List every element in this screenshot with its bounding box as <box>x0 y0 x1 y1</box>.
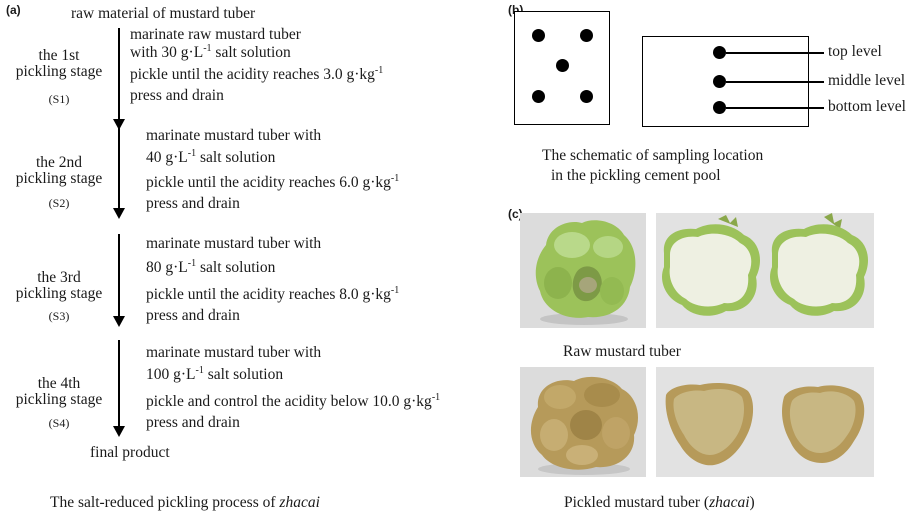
stage-3-step-salt: 80 g·L-1 salt solution <box>146 257 276 276</box>
stage-3-step-pickle: pickle until the acidity reaches 8.0 g·k… <box>146 284 400 303</box>
stage-1-arrowhead-icon <box>113 119 125 130</box>
stage-2-step-press: press and drain <box>146 195 240 212</box>
stage-3-step-marinate: marinate mustard tuber with <box>146 235 322 252</box>
stage-2-name: the 2nd pickling stage <box>4 155 114 187</box>
process-start: raw material of mustard tuber <box>71 5 256 22</box>
stage-3-arrow-shaft <box>118 234 120 318</box>
stage-4-step-pickle: pickle and control the acidity below 10.… <box>146 391 441 410</box>
raw-sliced-tuber-photo <box>656 213 874 328</box>
stage-1-code: (S1) <box>48 92 70 106</box>
raw-tuber-caption: Raw mustard tuber <box>563 343 681 360</box>
pickled-whole-tuber-photo <box>520 367 646 477</box>
stage-4-code: (S4) <box>48 416 70 430</box>
stage-2-step-salt: 40 g·L-1 salt solution <box>146 147 276 166</box>
sample-point-icon <box>713 46 726 59</box>
level-middle-label: middle level <box>828 72 906 89</box>
stage-1-arrow-shaft <box>118 28 120 121</box>
stage-3-name: the 3rd pickling stage <box>4 270 114 302</box>
leader-line <box>726 52 824 54</box>
sample-point-icon <box>532 90 545 103</box>
stage-3-arrowhead-icon <box>113 316 125 327</box>
stage-4-step-salt: 100 g·L-1 salt solution <box>146 364 284 383</box>
sample-point-icon <box>580 90 593 103</box>
stage-2-arrowhead-icon <box>113 208 125 219</box>
stage-2-step-pickle: pickle until the acidity reaches 6.0 g·k… <box>146 172 400 191</box>
stage-2-step-marinate: marinate mustard tuber with <box>146 127 322 144</box>
process-end: final product <box>90 444 170 461</box>
leader-line <box>726 107 824 109</box>
stage-3-ordinal: the 3rd <box>37 269 81 286</box>
stage-2-ordinal: the 2nd <box>35 154 83 171</box>
sample-point-icon <box>580 29 593 42</box>
pool-top-view <box>514 11 610 125</box>
sample-point-icon <box>713 75 726 88</box>
pickled-tuber-caption: Pickled mustard tuber (zhacai) <box>564 494 755 511</box>
stage-1-step-pickle: pickle until the acidity reaches 3.0 g·k… <box>130 64 384 83</box>
stage-2-code: (S2) <box>48 196 70 210</box>
stage-4-name: the 4th pickling stage <box>4 376 114 408</box>
stage-1-title: pickling stage <box>15 63 103 80</box>
stage-4-ordinal: the 4th <box>37 375 81 392</box>
stage-4-arrowhead-icon <box>113 426 125 437</box>
sample-point-icon <box>532 29 545 42</box>
sample-point-icon <box>713 101 726 114</box>
stage-2-arrow-shaft <box>118 128 120 211</box>
panel-a-label: (a) <box>6 3 21 17</box>
panel-c-label: (c) <box>508 207 523 221</box>
stage-1-step-press: press and drain <box>130 87 224 104</box>
panel-b-caption-line-1: The schematic of sampling location <box>542 147 764 164</box>
stage-4-step-press: press and drain <box>146 414 240 431</box>
stage-3-step-press: press and drain <box>146 307 240 324</box>
stage-1-name: the 1st pickling stage <box>4 48 114 80</box>
level-top-label: top level <box>828 43 882 60</box>
stage-1-step-marinate: marinate raw mustard tuber <box>130 26 301 43</box>
panel-b-caption-line-2: in the pickling cement pool <box>551 167 721 184</box>
stage-3-code: (S3) <box>48 309 70 323</box>
stage-4-title: pickling stage <box>15 391 103 408</box>
stage-1-ordinal: the 1st <box>38 47 80 64</box>
stage-4-step-marinate: marinate mustard tuber with <box>146 344 322 361</box>
raw-whole-tuber-photo <box>520 213 646 328</box>
level-bottom-label: bottom level <box>828 98 906 115</box>
panel-a-caption: The salt-reduced pickling process of zha… <box>50 494 320 511</box>
leader-line <box>726 81 824 83</box>
stage-4-arrow-shaft <box>118 340 120 429</box>
sample-point-icon <box>556 59 569 72</box>
stage-3-title: pickling stage <box>15 285 103 302</box>
pickled-sliced-tuber-photo <box>656 367 874 477</box>
stage-1-step-salt: with 30 g·L-1 salt solution <box>130 42 291 61</box>
stage-2-title: pickling stage <box>15 170 103 187</box>
